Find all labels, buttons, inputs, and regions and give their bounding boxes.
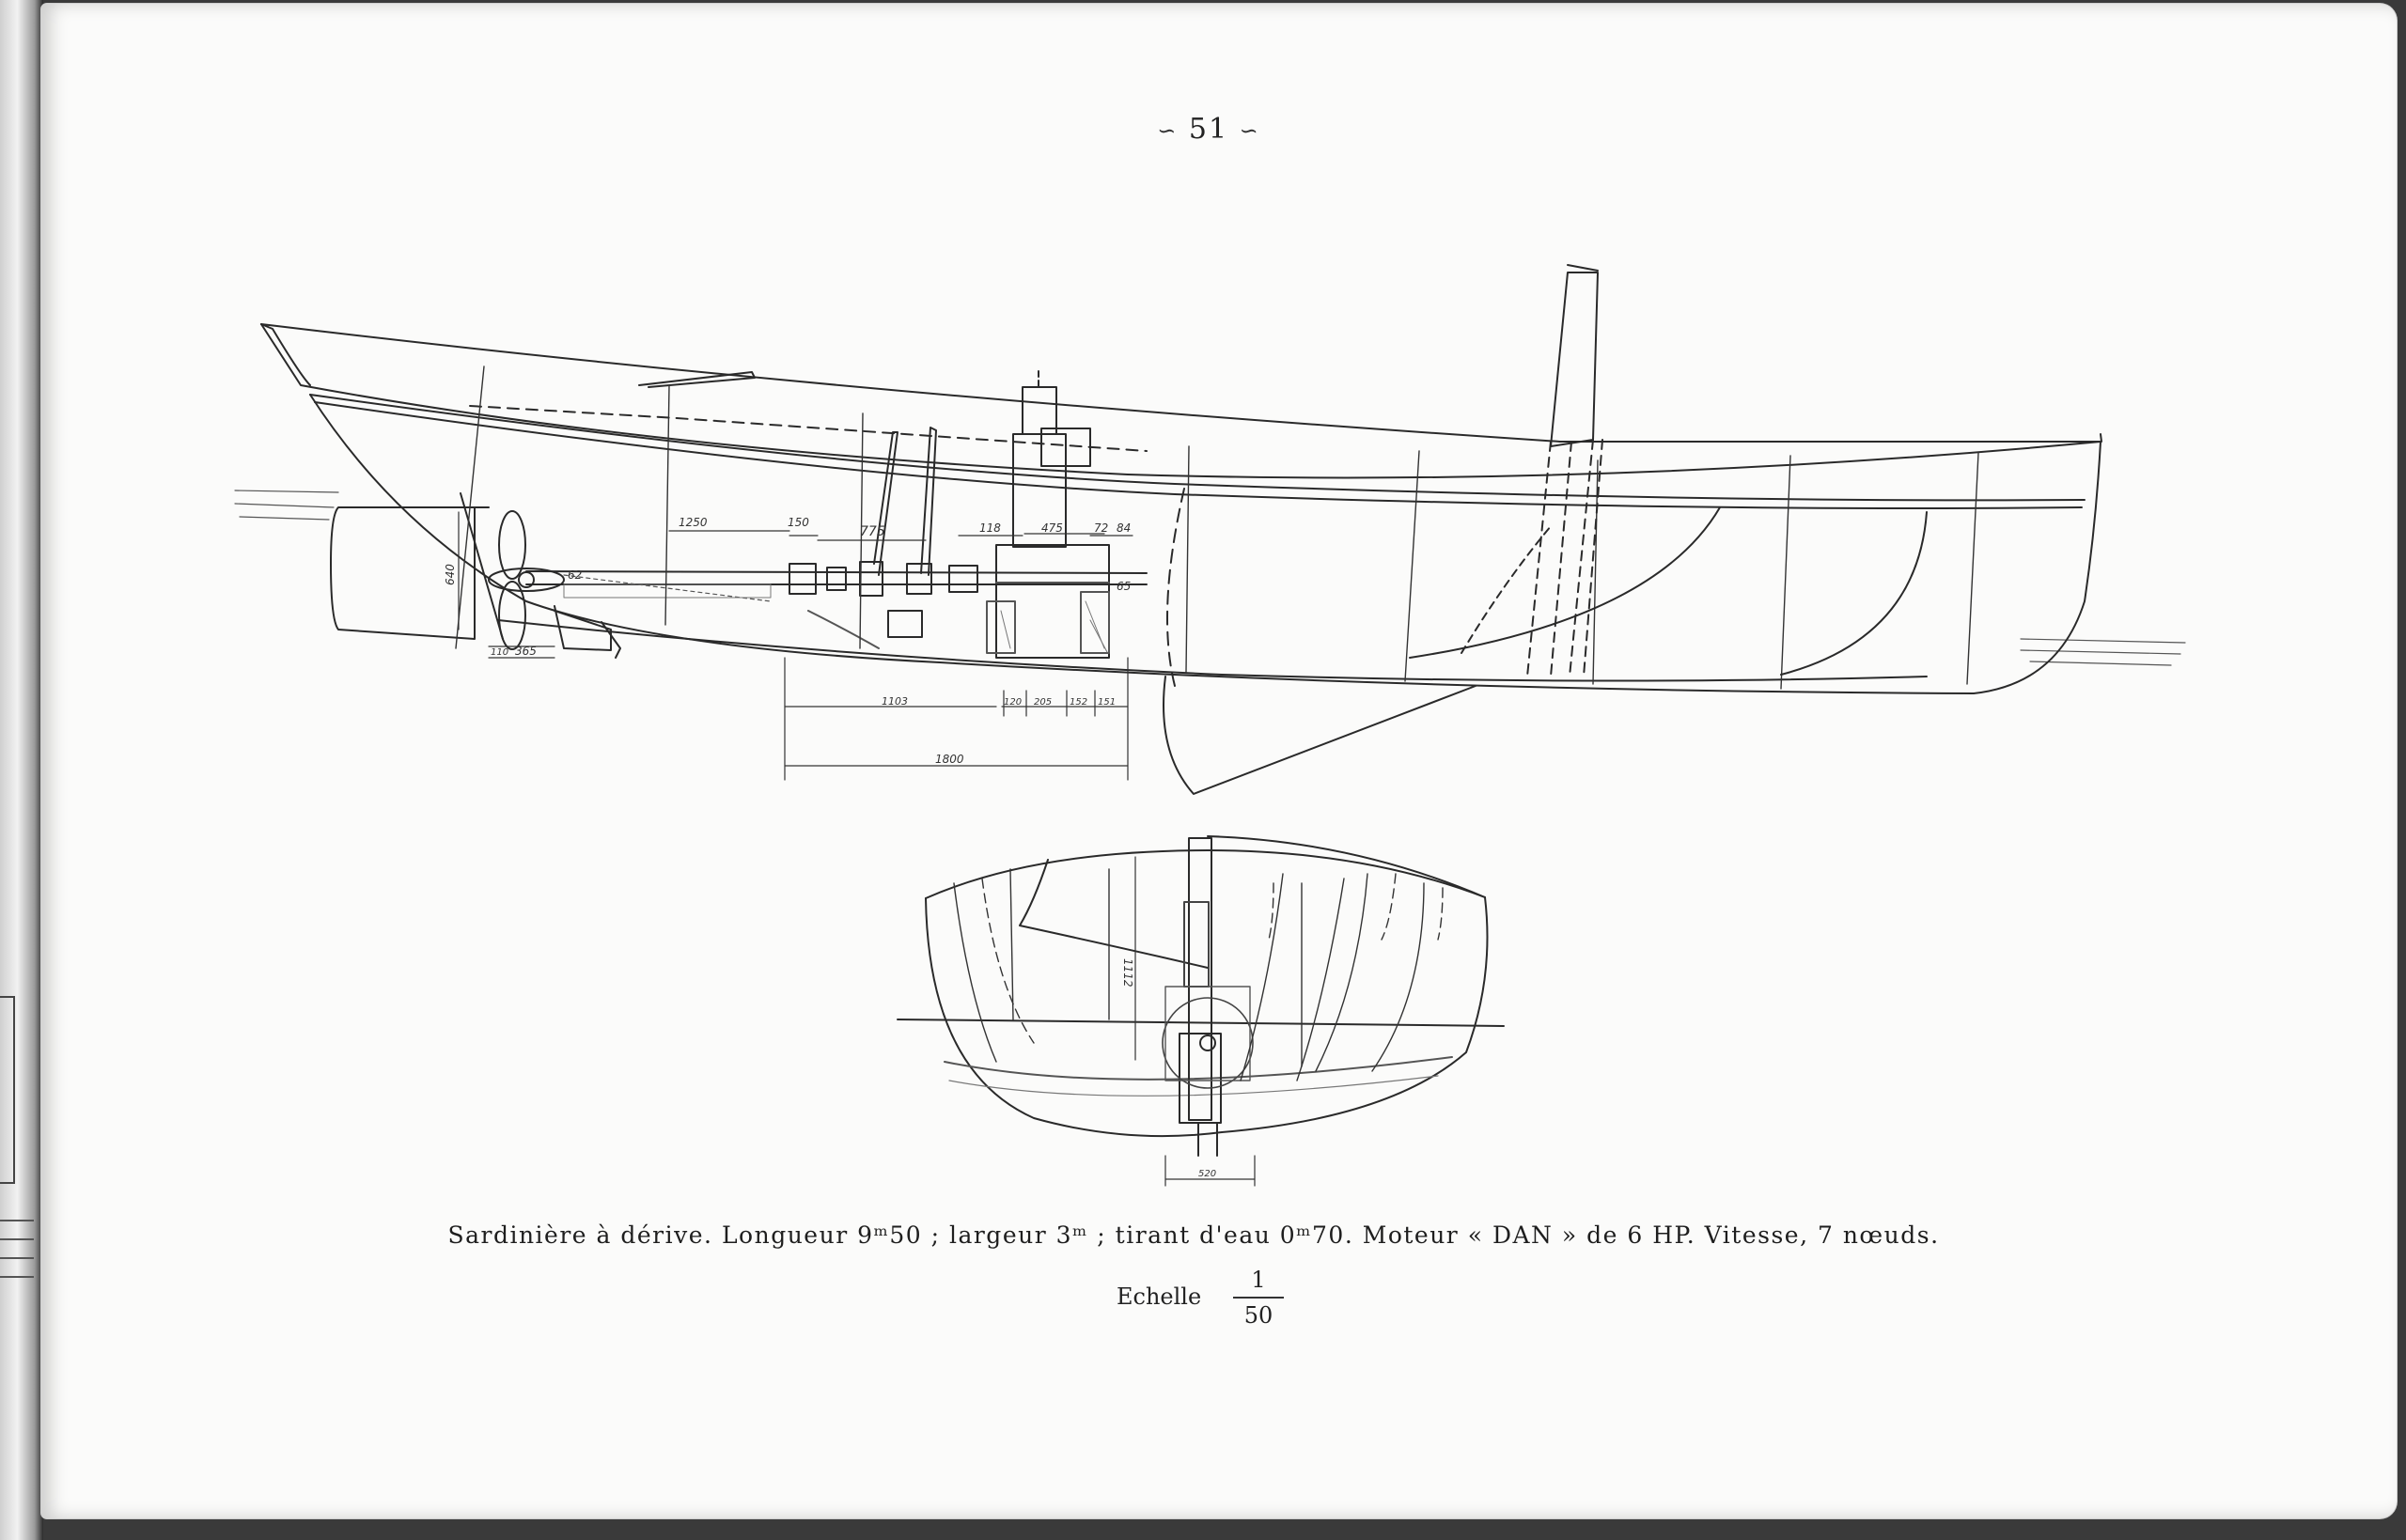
scale-indicator: Echelle 1 50 [1109, 1267, 1297, 1332]
dimension-label: 475 [1041, 521, 1063, 535]
dimension-label: 205 [1034, 697, 1052, 708]
figure-caption: Sardinière à dérive. Longueur 9ᵐ50 ; lar… [447, 1221, 1940, 1249]
profile-view [234, 264, 2186, 795]
dimension-lines [458, 511, 1133, 781]
hull-bottom-line [309, 394, 2101, 694]
waterline [234, 490, 2186, 666]
rudder [330, 506, 476, 640]
scale-label: Echelle [1117, 1283, 1202, 1310]
tiller [638, 371, 756, 388]
propeller-shaft [525, 570, 1148, 574]
reverse-gear [789, 427, 978, 649]
rubbing-strake [309, 394, 2086, 502]
centerboard-trunk [1526, 439, 1603, 677]
mast [1550, 264, 1599, 447]
dimension-label: 365 [515, 645, 537, 658]
shaft-log [563, 583, 772, 599]
dimension-label: 65 [1117, 580, 1131, 593]
hull-frames [455, 366, 1979, 690]
dimension-label: 152 [1070, 697, 1087, 708]
page-number-text: 51 [1188, 113, 1229, 146]
dimension-label: 72 [1094, 521, 1108, 535]
gear-lever [873, 431, 898, 576]
adjacent-page-rule [0, 1276, 34, 1278]
deck-line-dashed [469, 405, 1148, 452]
dimension-label: 62 [568, 568, 582, 582]
bilge-curve [1780, 511, 1928, 676]
skeg [554, 605, 612, 651]
scale-fraction-bar [1233, 1297, 1284, 1299]
book-page [41, 4, 2397, 1518]
dimension-label: 150 [788, 516, 809, 529]
dimension-label: 775 [860, 524, 885, 539]
stem-head [260, 323, 311, 386]
dimension-label: 151 [1098, 697, 1116, 708]
dimension-label: 110 [491, 647, 508, 658]
dimension-label: 1800 [935, 753, 964, 766]
section-centerboard-trunk [1188, 837, 1212, 1121]
midship-section-view [897, 835, 1505, 1187]
dimension-label: 1103 [882, 695, 908, 708]
scale-denominator: 50 [1243, 1302, 1273, 1329]
centerboard [1163, 676, 1476, 795]
dimension-label: 640 [444, 564, 457, 585]
keel-rabbet [497, 619, 1928, 682]
section-hull-outline [925, 896, 1489, 1138]
dimension-label: 120 [1004, 697, 1022, 708]
scale-numerator: 1 [1251, 1267, 1266, 1293]
adjacent-page-rule [0, 1238, 34, 1240]
book-spine [0, 0, 43, 1540]
engine [986, 370, 1110, 659]
ornament-right-icon: ∽ [1239, 117, 1260, 144]
gunwale-line [260, 323, 2101, 443]
dimension-label: 118 [979, 521, 1001, 535]
section-dimension-lines [1134, 856, 1256, 1187]
dimension-label: 1112 [1121, 958, 1134, 988]
adjacent-page-rule [0, 1220, 34, 1221]
rubbing-strake-lower [314, 401, 2083, 510]
dimension-label: 1250 [679, 516, 708, 529]
section-waterline [897, 1019, 1505, 1027]
sheer-line [260, 323, 2101, 479]
dimension-label: 520 [1198, 1169, 1216, 1179]
propeller-icon [488, 510, 565, 650]
bilge-curve [1409, 506, 1721, 659]
dimension-label: 84 [1117, 521, 1131, 535]
ornament-left-icon: ∽ [1157, 117, 1179, 144]
adjacent-page-rule [0, 1257, 34, 1259]
adjacent-page-frame [0, 996, 15, 1184]
page-number: ∽ 51 ∽ [1115, 113, 1303, 146]
section-frames [953, 868, 1444, 1081]
